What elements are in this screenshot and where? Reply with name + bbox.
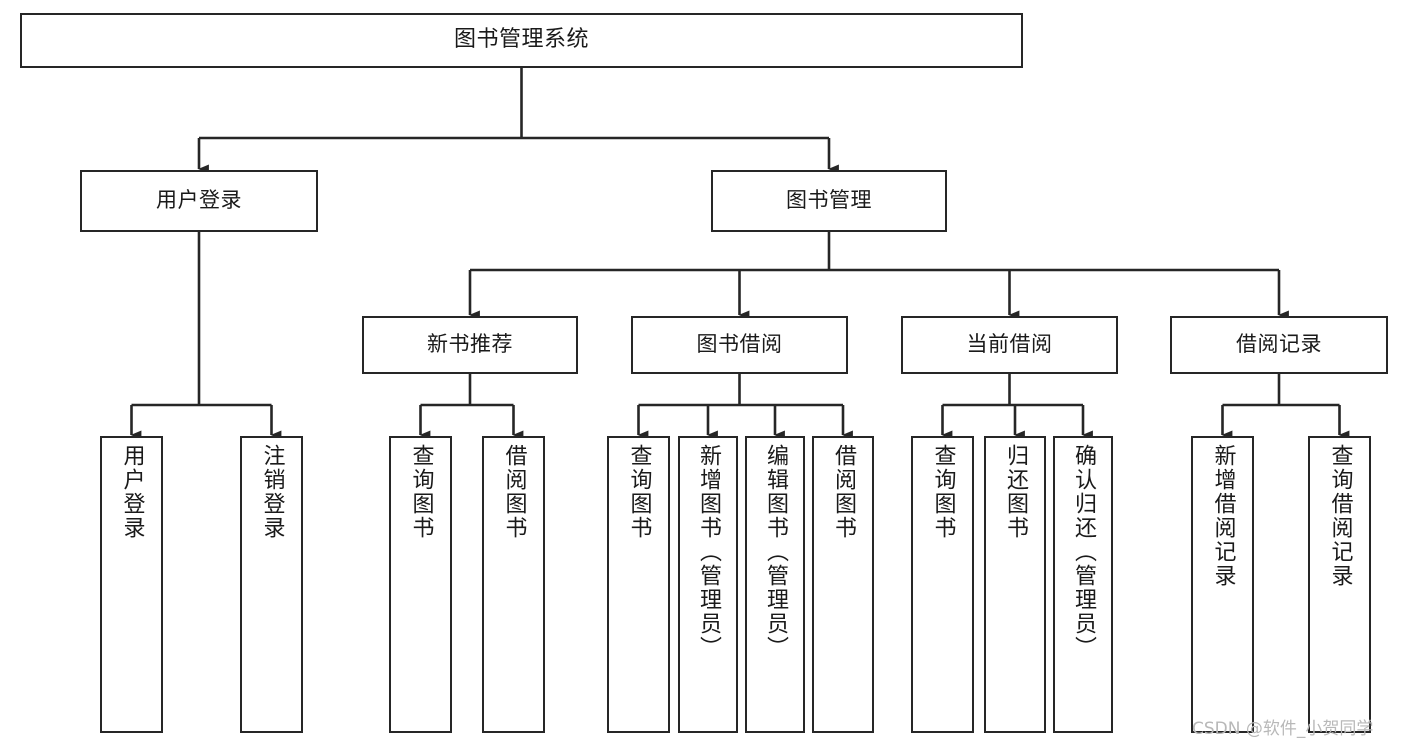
node-label: 图书借阅 bbox=[696, 332, 783, 357]
node-label: 查询图书 bbox=[408, 444, 434, 540]
node-leaf_query_record[interactable]: 查询借阅记录 bbox=[1308, 436, 1371, 733]
node-book_borrow[interactable]: 图书借阅 bbox=[631, 316, 848, 374]
node-new_book_rec[interactable]: 新书推荐 bbox=[362, 316, 578, 374]
node-label: 借阅图书 bbox=[501, 444, 527, 540]
node-leaf_add_book[interactable]: 新增图书（管理员） bbox=[678, 436, 738, 733]
node-label: 当前借阅 bbox=[966, 332, 1053, 357]
node-label: 图书管理系统 bbox=[453, 27, 589, 53]
node-leaf_query_book_1[interactable]: 查询图书 bbox=[389, 436, 452, 733]
node-book_manage[interactable]: 图书管理 bbox=[711, 170, 947, 232]
node-leaf_query_book_2[interactable]: 查询图书 bbox=[607, 436, 670, 733]
node-current_borrow[interactable]: 当前借阅 bbox=[901, 316, 1118, 374]
node-user_login[interactable]: 用户登录 bbox=[80, 170, 318, 232]
node-label: 借阅图书 bbox=[831, 444, 856, 540]
node-leaf_edit_book[interactable]: 编辑图书（管理员） bbox=[745, 436, 805, 733]
node-label: 确认归还（管理员） bbox=[1071, 444, 1096, 660]
node-label: 新增借阅记录 bbox=[1210, 444, 1236, 588]
node-leaf_return_book[interactable]: 归还图书 bbox=[984, 436, 1046, 733]
node-label: 查询借阅记录 bbox=[1327, 444, 1353, 588]
node-label: 借阅记录 bbox=[1236, 332, 1322, 357]
node-label: 归还图书 bbox=[1003, 444, 1028, 540]
node-label: 注销登录 bbox=[259, 444, 285, 540]
node-label: 编辑图书（管理员） bbox=[763, 444, 788, 660]
node-leaf_query_book_3[interactable]: 查询图书 bbox=[911, 436, 974, 733]
node-label: 新增图书（管理员） bbox=[696, 444, 721, 660]
node-label: 图书管理 bbox=[786, 188, 872, 213]
node-leaf_confirm_return[interactable]: 确认归还（管理员） bbox=[1053, 436, 1113, 733]
node-label: 新书推荐 bbox=[427, 332, 513, 357]
node-leaf_borrow_book_1[interactable]: 借阅图书 bbox=[482, 436, 545, 733]
node-leaf_add_record[interactable]: 新增借阅记录 bbox=[1191, 436, 1254, 733]
node-label: 查询图书 bbox=[626, 444, 652, 540]
node-leaf_logout[interactable]: 注销登录 bbox=[240, 436, 303, 733]
csdn-watermark: CSDN @软件_小贺同学 bbox=[1192, 719, 1374, 739]
node-borrow_record[interactable]: 借阅记录 bbox=[1170, 316, 1388, 374]
node-root[interactable]: 图书管理系统 bbox=[20, 13, 1023, 68]
node-label: 用户登录 bbox=[119, 444, 145, 540]
node-leaf_borrow_book_2[interactable]: 借阅图书 bbox=[812, 436, 874, 733]
node-label: 查询图书 bbox=[930, 444, 956, 540]
node-leaf_user_login[interactable]: 用户登录 bbox=[100, 436, 163, 733]
node-label: 用户登录 bbox=[156, 188, 242, 213]
